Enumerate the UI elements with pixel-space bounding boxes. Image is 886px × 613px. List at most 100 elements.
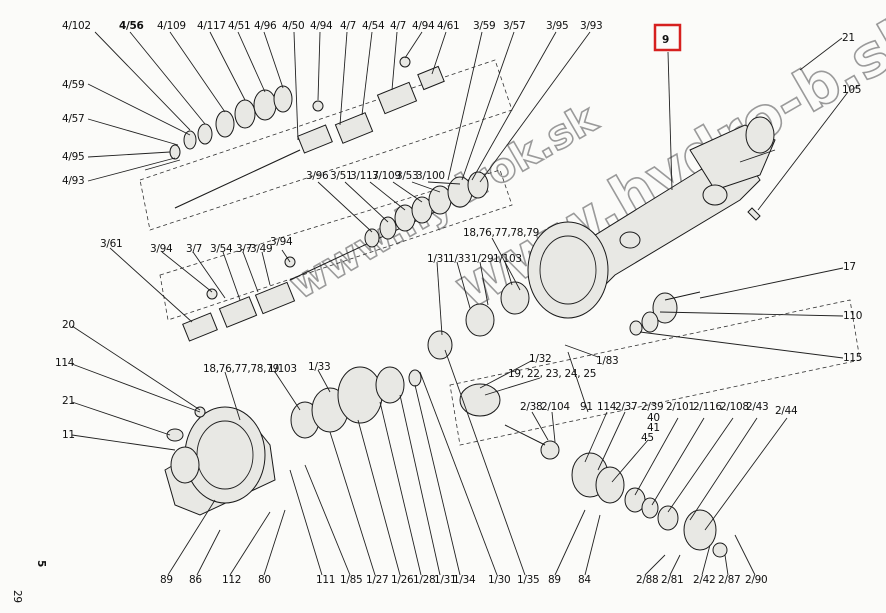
part-label[interactable]: 40 [647, 412, 660, 424]
part-label[interactable]: 3/100 [416, 170, 445, 182]
part-label[interactable]: 1/29 [471, 253, 494, 265]
part-label[interactable]: 4/95 [62, 151, 85, 163]
part-label[interactable]: 2/44 [775, 405, 798, 417]
part-label[interactable]: 4/93 [62, 175, 85, 187]
part-label[interactable]: 3/51 [330, 170, 353, 182]
part-label[interactable]: 80 [258, 574, 271, 586]
part-label[interactable]: 112 [222, 574, 241, 586]
part-label[interactable]: 1/26 [391, 574, 414, 586]
part-label[interactable]: 1/33 [308, 361, 331, 373]
part-label[interactable]: 110 [843, 310, 862, 322]
part-label[interactable]: 115 [843, 352, 862, 364]
part-label[interactable]: 2/88 [636, 574, 659, 586]
part-label[interactable]: 1/31 [434, 574, 457, 586]
part-label[interactable]: 1/85 [340, 574, 363, 586]
part-label[interactable]: 86 [189, 574, 203, 586]
part-label[interactable]: 1/32 [529, 353, 552, 365]
highlight-label[interactable]: 9 [662, 34, 669, 46]
highlight-box [653, 23, 682, 52]
part-label[interactable]: 4/7 [390, 20, 406, 32]
part-label[interactable]: 3/96 [306, 170, 329, 182]
right-shaft-parts [629, 291, 701, 336]
part-label[interactable]: 111 [316, 574, 335, 586]
part-label[interactable]: 1/30 [488, 574, 511, 586]
part-label[interactable]: 2/87 [718, 574, 741, 586]
part-label[interactable]: 2/90 [745, 574, 768, 586]
part-label[interactable]: 45 [641, 432, 654, 444]
part-label[interactable]: 1/27 [366, 574, 389, 586]
part-label[interactable]: 2/38 [520, 401, 543, 413]
part-label[interactable]: 3/53 [396, 170, 419, 182]
middle-shaft-assembly [159, 169, 513, 342]
part-label[interactable]: 4/117 [197, 20, 226, 32]
part-label[interactable]: 4/51 [228, 20, 251, 32]
part-label[interactable]: 2/42 [693, 574, 716, 586]
part-label[interactable]: 2/81 [661, 574, 684, 586]
part-label[interactable]: 4/96 [254, 20, 277, 32]
part-label[interactable]: 4/7 [340, 20, 356, 32]
part-label[interactable]: 1/31 [427, 253, 450, 265]
part-label[interactable]: 2/104 [541, 401, 571, 413]
part-label[interactable]: 18,76,77,78,79 [203, 363, 279, 375]
part-label[interactable]: 2/39 [641, 401, 664, 413]
part-label[interactable]: 114 [55, 357, 75, 369]
part-label[interactable]: 2/101 [666, 401, 695, 413]
part-label[interactable]: 114 [597, 401, 617, 413]
part-label[interactable]: 1/33 [448, 253, 471, 265]
part-label[interactable]: 3/109 [372, 170, 401, 182]
part-label[interactable]: 1/103 [268, 363, 297, 375]
part-label[interactable]: 4/61 [437, 20, 460, 32]
part-label[interactable]: 4/50 [282, 20, 305, 32]
part-label[interactable]: 20 [62, 319, 75, 331]
part-label[interactable]: 18,76,77,78,79 [463, 227, 539, 239]
part-label[interactable]: 1/83 [596, 355, 619, 367]
part-label[interactable]: 4/109 [157, 20, 186, 32]
part-label[interactable]: 3/117 [350, 170, 379, 182]
part-label[interactable]: 84 [578, 574, 592, 586]
part-label[interactable]: 2/43 [746, 401, 769, 413]
lower-housing [164, 281, 560, 516]
part-label[interactable]: 4/102 [62, 20, 91, 32]
part-label[interactable]: 2/37 [615, 401, 638, 413]
part-label[interactable]: 1/34 [453, 574, 476, 586]
part-label[interactable]: 4/59 [62, 79, 85, 91]
part-label[interactable]: 19, 22, 23, 24, 25 [508, 368, 596, 380]
part-label[interactable]: 1/103 [493, 253, 522, 265]
leader-lines [71, 31, 849, 576]
part-label[interactable]: 17 [843, 261, 856, 273]
part-label[interactable]: 3/59 [473, 20, 496, 32]
part-label[interactable]: 1/35 [517, 574, 540, 586]
part-label[interactable]: 4/94 [310, 20, 333, 32]
part-label[interactable]: 3/95 [546, 20, 569, 32]
part-label[interactable]: 3/61 [100, 238, 123, 250]
part-label[interactable]: 41 [647, 422, 660, 434]
page-number: 29 [11, 590, 23, 603]
part-label[interactable]: 89 [160, 574, 173, 586]
part-label[interactable]: 1/28 [413, 574, 436, 586]
part-label[interactable]: 21 [842, 32, 855, 44]
part-label[interactable]: 21 [62, 395, 75, 407]
part-label[interactable]: 3/57 [503, 20, 526, 32]
part-label[interactable]: 3/93 [580, 20, 603, 32]
part-label[interactable]: 3/7 [186, 243, 202, 255]
part-label[interactable]: 3/94 [150, 243, 173, 255]
part-label[interactable]: 3/49 [250, 243, 273, 255]
part-label[interactable]: 105 [842, 84, 861, 96]
part-label[interactable]: 4/56 [119, 20, 144, 32]
part-labels: 4/102 4/56 4/109 4/117 4/51 4/96 4/50 4/… [55, 20, 862, 586]
part-label[interactable]: 3/54 [210, 243, 233, 255]
axle-housing-9 [527, 116, 776, 319]
part-label[interactable]: 3/94 [270, 236, 293, 248]
part-label[interactable]: 89 [548, 574, 561, 586]
part-label[interactable]: 3/7 [236, 243, 252, 255]
part-label[interactable]: 4/94 [412, 20, 435, 32]
part-label[interactable]: 2/108 [720, 401, 749, 413]
part-label[interactable]: 11 [62, 429, 75, 441]
part-label[interactable]: 2/116 [693, 401, 723, 413]
part-label[interactable]: 4/57 [62, 113, 85, 125]
part-label[interactable]: 4/54 [362, 20, 385, 32]
group-number: 5 [35, 560, 47, 567]
part-label[interactable]: 91 [580, 401, 593, 413]
